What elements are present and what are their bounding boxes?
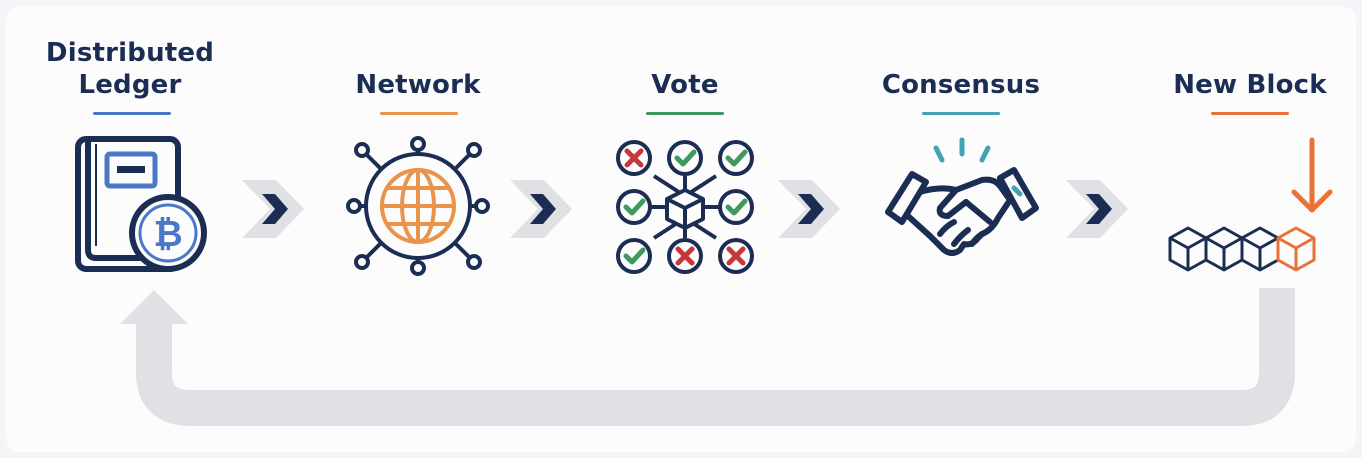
new-block-chain-icon <box>1168 137 1333 272</box>
underline-new-block <box>1211 112 1289 115</box>
chevron-right-icon <box>1066 180 1128 238</box>
underline-consensus <box>922 112 1000 115</box>
chevron-right-icon <box>778 180 840 238</box>
chevron-right-icon <box>510 180 572 238</box>
underline-ledger <box>93 112 171 115</box>
ledger-bitcoin-icon: ₿ <box>75 136 207 272</box>
step-title-distributed-ledger: Distributed Ledger <box>30 37 230 101</box>
step-title-consensus: Consensus <box>881 70 1041 100</box>
underline-network <box>380 112 458 115</box>
chevron-right-icon <box>242 180 304 238</box>
globe-network-icon <box>346 136 490 276</box>
svg-text:₿: ₿ <box>153 214 182 255</box>
diagram-card <box>6 6 1356 452</box>
step-title-network: Network <box>355 70 481 100</box>
title-line-1: Distributed <box>45 38 215 68</box>
step-title-vote: Vote <box>651 70 719 100</box>
title-line-2: Ledger <box>78 70 182 100</box>
step-title-new-block: New Block <box>1173 70 1327 100</box>
handshake-icon <box>885 137 1039 256</box>
underline-vote <box>646 112 724 115</box>
vote-check-icon <box>616 140 754 274</box>
